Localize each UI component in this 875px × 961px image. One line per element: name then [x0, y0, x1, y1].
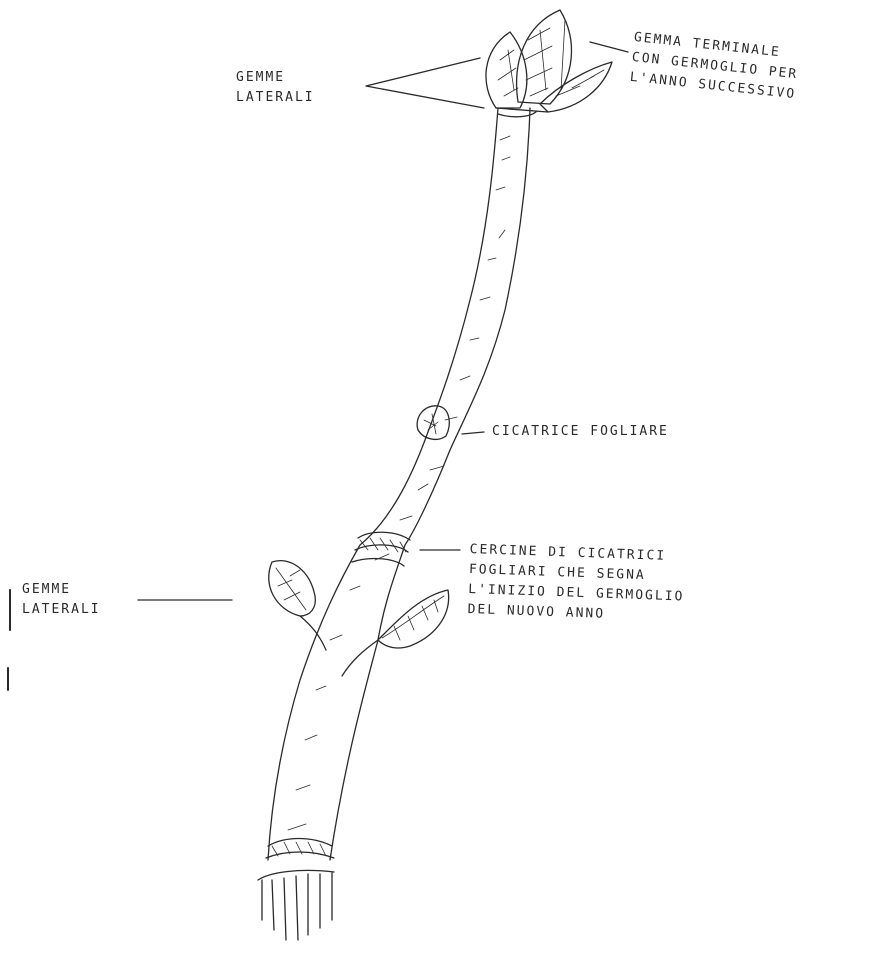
terminal-bud-base: [496, 108, 548, 117]
terminal-bud-scales: [498, 20, 604, 96]
base-cut-end: [258, 870, 334, 940]
lateral-bud-left-veins: [276, 568, 306, 610]
label-leaf-scar: CICATRICE FOGLIARE: [492, 422, 669, 442]
label-lateral-buds-bottom: GEMME LATERALI: [22, 580, 101, 620]
stem-outline-left: [268, 108, 498, 860]
scar-ring: [352, 532, 410, 566]
margin-marks: [8, 590, 10, 690]
lateral-bud-left-shape: [269, 561, 316, 616]
label-lateral-buds-top: GEMME LATERALI: [236, 68, 315, 108]
leader-leaf-scar: [462, 432, 484, 434]
terminal-bud-right: [540, 62, 612, 112]
lateral-bud-right-veins: [382, 596, 444, 640]
stem-hatching: [288, 136, 510, 830]
leader-terminal: [590, 42, 628, 52]
leader-lateral-top: [366, 58, 484, 108]
leaf-scar-shape: [417, 406, 449, 440]
label-scar-ring: CERCINE DI CICATRICI FOGLIARI CHE SEGNA …: [467, 540, 686, 627]
base-ring: [266, 839, 334, 859]
terminal-bud-left: [486, 32, 527, 108]
lateral-bud-right-shape: [378, 590, 449, 648]
stem-outline-right: [330, 108, 530, 860]
